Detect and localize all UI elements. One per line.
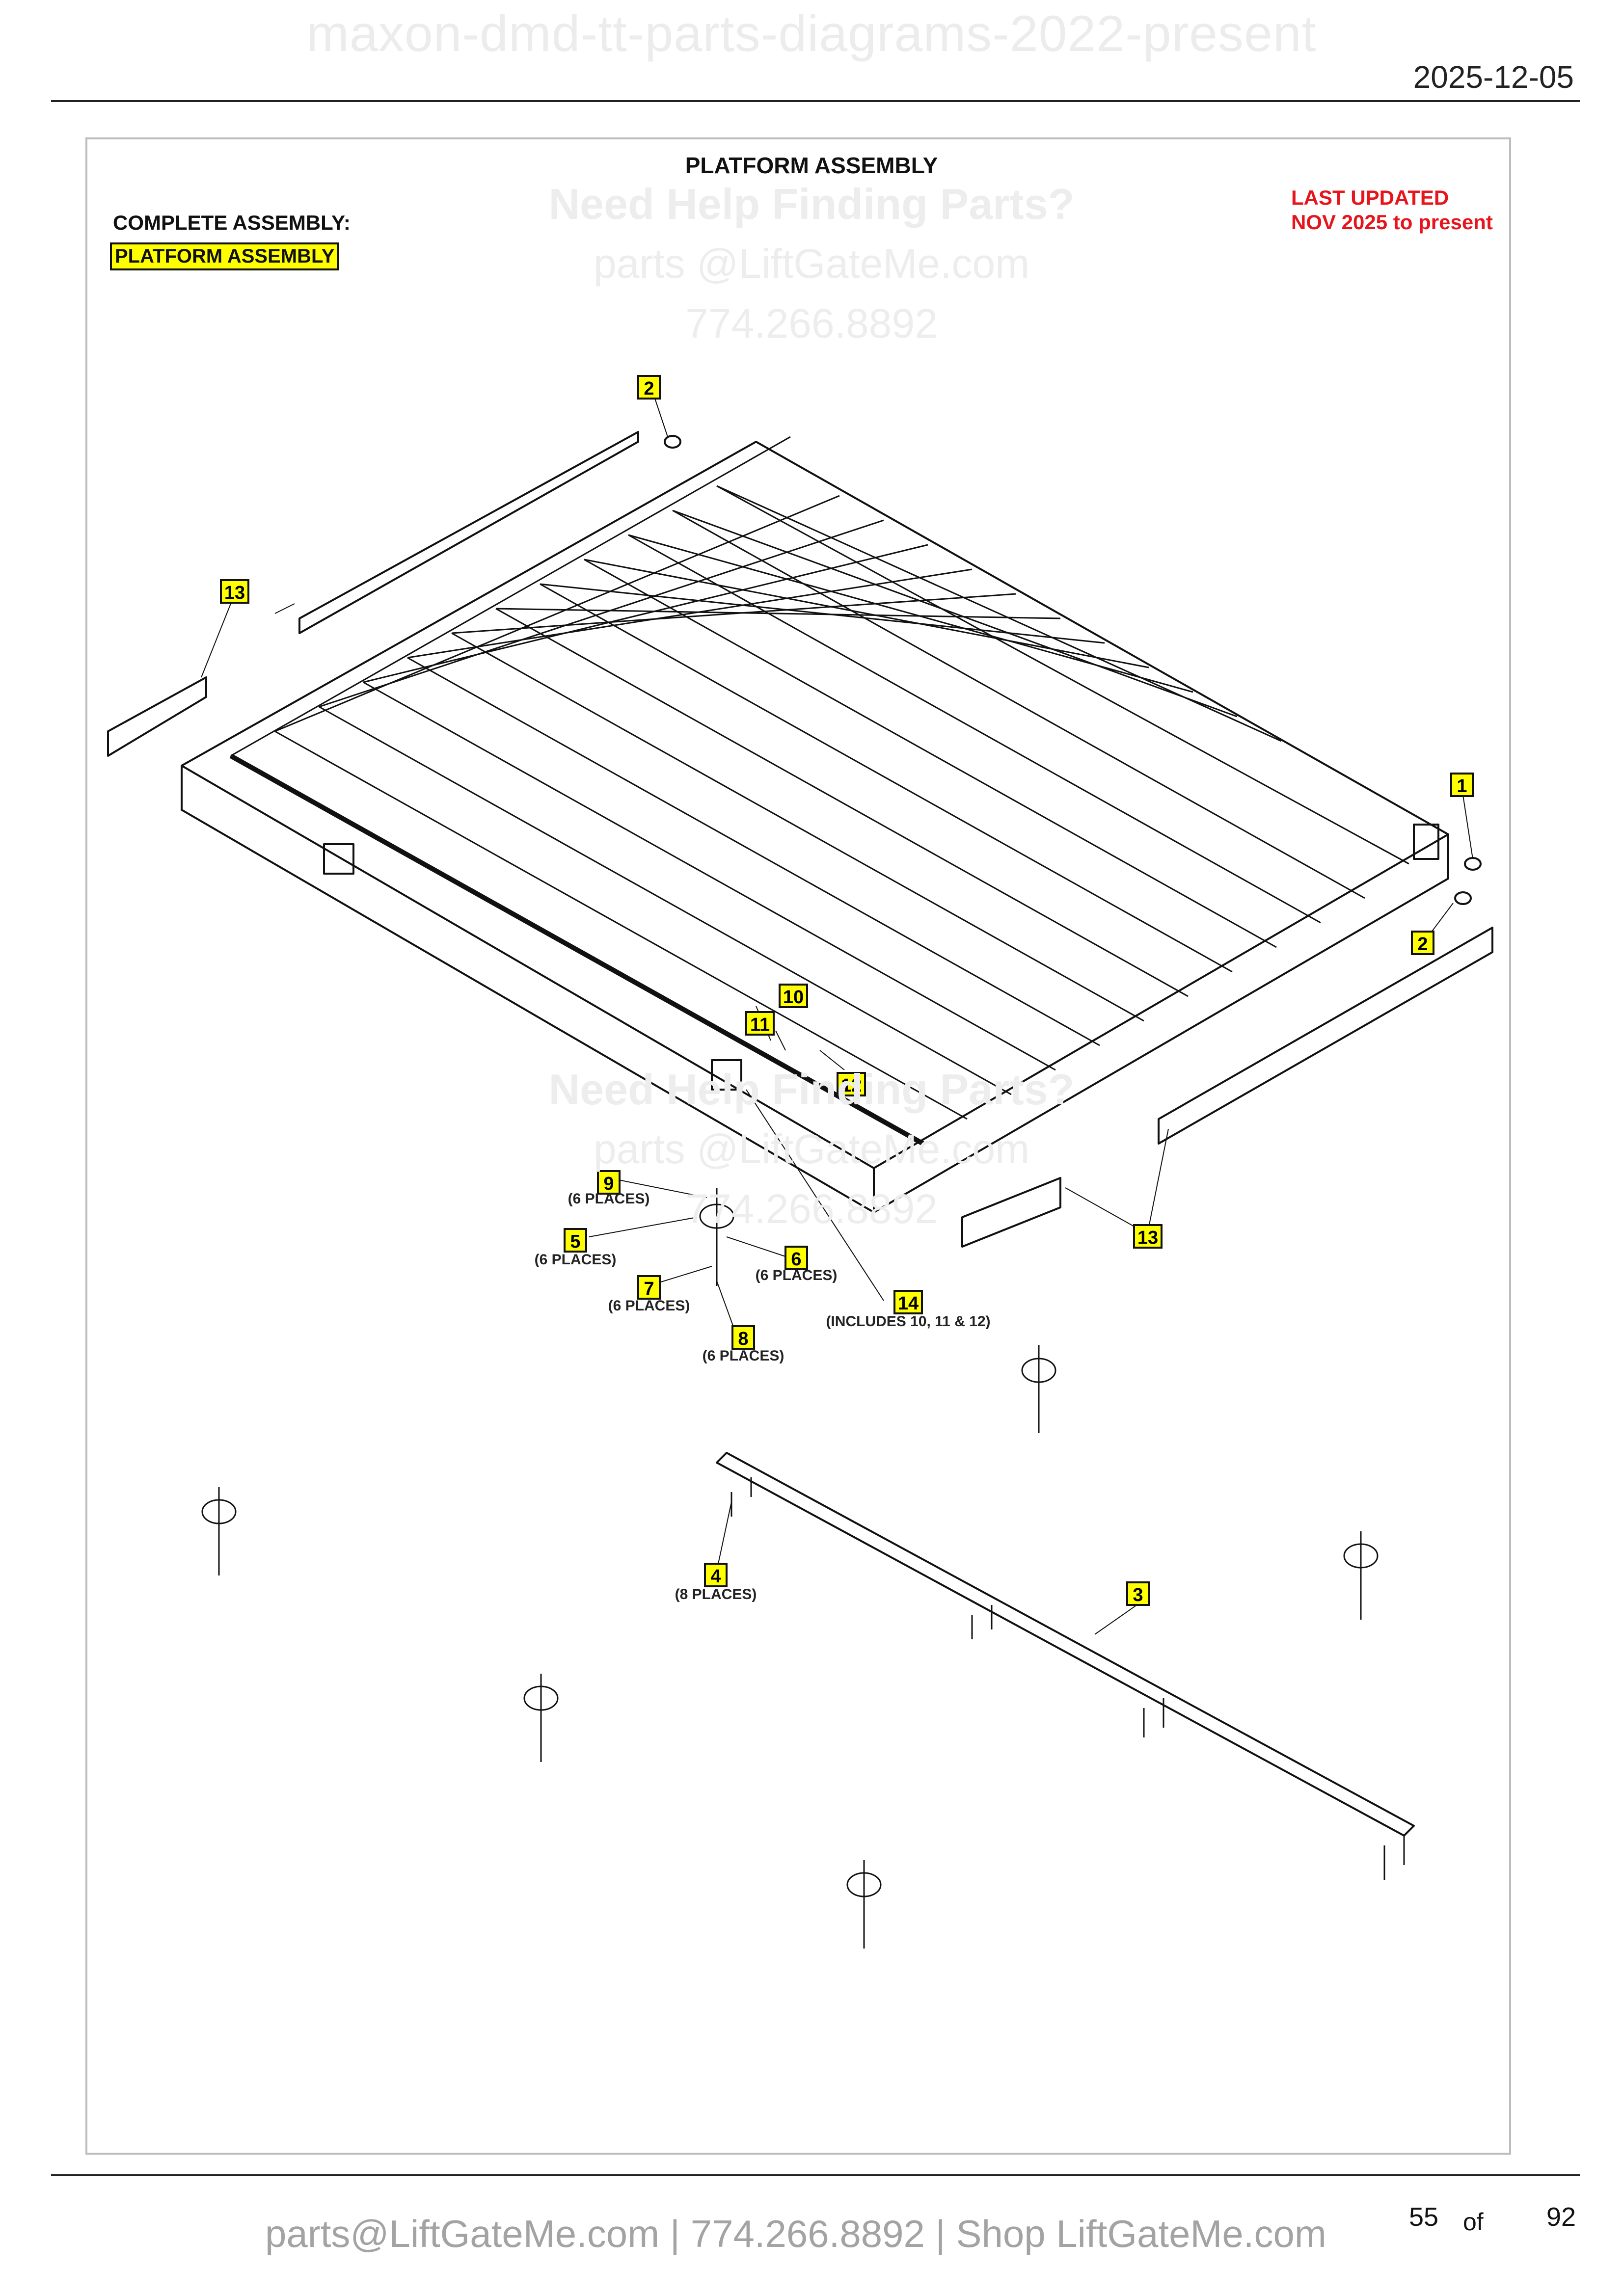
header-rule (51, 100, 1580, 102)
svg-text:12: 12 (841, 1075, 862, 1096)
help-line2-repeat: parts @LiftGateMe.com (593, 1126, 1030, 1172)
document-date: 2025-12-05 (1413, 59, 1574, 95)
hinge-lug-left (323, 843, 354, 875)
callout-5: 5 (564, 1228, 587, 1253)
tape-strip-left (107, 676, 207, 757)
roller-assembly-group (201, 1188, 1379, 1949)
svg-text:8: 8 (738, 1329, 748, 1349)
callout-13-right: 13 (1133, 1224, 1163, 1249)
svg-text:13: 13 (1137, 1228, 1158, 1248)
help-watermark-middle: Need Help Finding Parts? parts @LiftGate… (0, 1060, 1623, 1239)
svg-text:1: 1 (1457, 776, 1467, 797)
tape-strip-top (298, 431, 639, 634)
platform-frame-front-face (181, 766, 875, 1213)
note-14: (INCLUDES 10, 11 & 12) (826, 1313, 990, 1330)
callout-11: 11 (745, 1011, 775, 1036)
pin-item-2-right (1454, 891, 1472, 905)
complete-assembly-value: PLATFORM ASSEMBLY (110, 242, 340, 270)
callout-2-right: 2 (1411, 931, 1434, 955)
last-updated-note: LAST UPDATED NOV 2025 to present (1291, 186, 1493, 235)
help-line1-repeat: Need Help Finding Parts? (548, 1065, 1075, 1114)
callout-notes: (8 PLACES) (6 PLACES) (6 PLACES) (6 PLAC… (535, 1191, 991, 1602)
callout-6: 6 (784, 1246, 808, 1270)
pin-item-1 (1464, 857, 1482, 871)
svg-text:2: 2 (644, 378, 654, 399)
page-number-total: 92 (1546, 2202, 1576, 2232)
front-rail (229, 753, 924, 1146)
callout-10: 10 (779, 984, 808, 1008)
note-5: (6 PLACES) (535, 1252, 617, 1268)
diagram-frame (85, 137, 1511, 2155)
svg-text:13: 13 (224, 583, 245, 603)
help-line2: parts @LiftGateMe.com (593, 240, 1030, 287)
help-line3: 774.266.8892 (685, 300, 938, 347)
cross-bar-screws (730, 1477, 1405, 1880)
callout-3: 3 (1126, 1581, 1150, 1606)
complete-assembly-label: COMPLETE ASSEMBLY: (113, 211, 351, 234)
svg-text:5: 5 (570, 1231, 580, 1252)
pin-item-2-top (664, 435, 681, 449)
note-7: (6 PLACES) (608, 1298, 690, 1314)
svg-text:3: 3 (1133, 1585, 1143, 1605)
callout-12: 12 (837, 1072, 866, 1096)
svg-text:14: 14 (898, 1293, 919, 1314)
svg-text:11: 11 (750, 1015, 770, 1035)
callout-9: 9 (597, 1170, 621, 1195)
page-number-current: 55 (1409, 2202, 1439, 2232)
callout-boxes: 1 2 2 3 4 5 6 7 8 9 10 11 12 13 13 14 (220, 375, 1474, 1606)
tape-strip-right (1158, 927, 1493, 1145)
callout-14: 14 (893, 1290, 923, 1314)
last-updated-line2: NOV 2025 to present (1291, 211, 1493, 234)
leader-lines (201, 392, 1473, 1635)
cross-bar (716, 1452, 1415, 1837)
footer-contact[interactable]: parts@LiftGateMe.com | 774.266.8892 | Sh… (265, 2212, 1326, 2255)
footer-rule (51, 2174, 1580, 2176)
note-9: (6 PLACES) (568, 1191, 650, 1207)
callout-13-left: 13 (220, 579, 249, 604)
note-6: (6 PLACES) (756, 1267, 838, 1283)
help-watermark-top: Need Help Finding Parts? parts @LiftGate… (0, 175, 1623, 353)
page-number-of: of (1463, 2208, 1484, 2236)
help-line3-repeat: 774.266.8892 (685, 1186, 938, 1232)
callout-2-top: 2 (637, 375, 661, 400)
platform-assembly-drawing: 1 2 2 3 4 5 6 7 8 9 10 11 12 13 13 14 (8… (107, 375, 1493, 1949)
document-watermark: maxon-dmd-tt-parts-diagrams-2022-present (306, 5, 1317, 62)
platform-slats (230, 436, 1282, 757)
hinge-lug-middle (711, 1059, 742, 1091)
note-8: (6 PLACES) (703, 1348, 784, 1364)
tape-strip-bottom (961, 1177, 1061, 1248)
svg-text:6: 6 (791, 1249, 801, 1270)
diagram-title: PLATFORM ASSEMBLY (685, 153, 938, 178)
callout-7: 7 (637, 1275, 661, 1300)
callout-4: 4 (704, 1563, 728, 1587)
last-updated-line1: LAST UPDATED (1291, 186, 1449, 209)
svg-text:9: 9 (603, 1174, 614, 1194)
platform-frame (181, 441, 1449, 1169)
callout-1: 1 (1450, 773, 1474, 797)
help-line1: Need Help Finding Parts? (548, 180, 1075, 228)
svg-text:4: 4 (710, 1566, 721, 1587)
callout-8: 8 (731, 1325, 755, 1350)
hinge-lug-right (1413, 824, 1439, 860)
svg-text:10: 10 (783, 987, 804, 1008)
svg-text:7: 7 (644, 1279, 654, 1299)
svg-text:2: 2 (1417, 934, 1428, 955)
note-4: (8 PLACES) (675, 1586, 757, 1602)
